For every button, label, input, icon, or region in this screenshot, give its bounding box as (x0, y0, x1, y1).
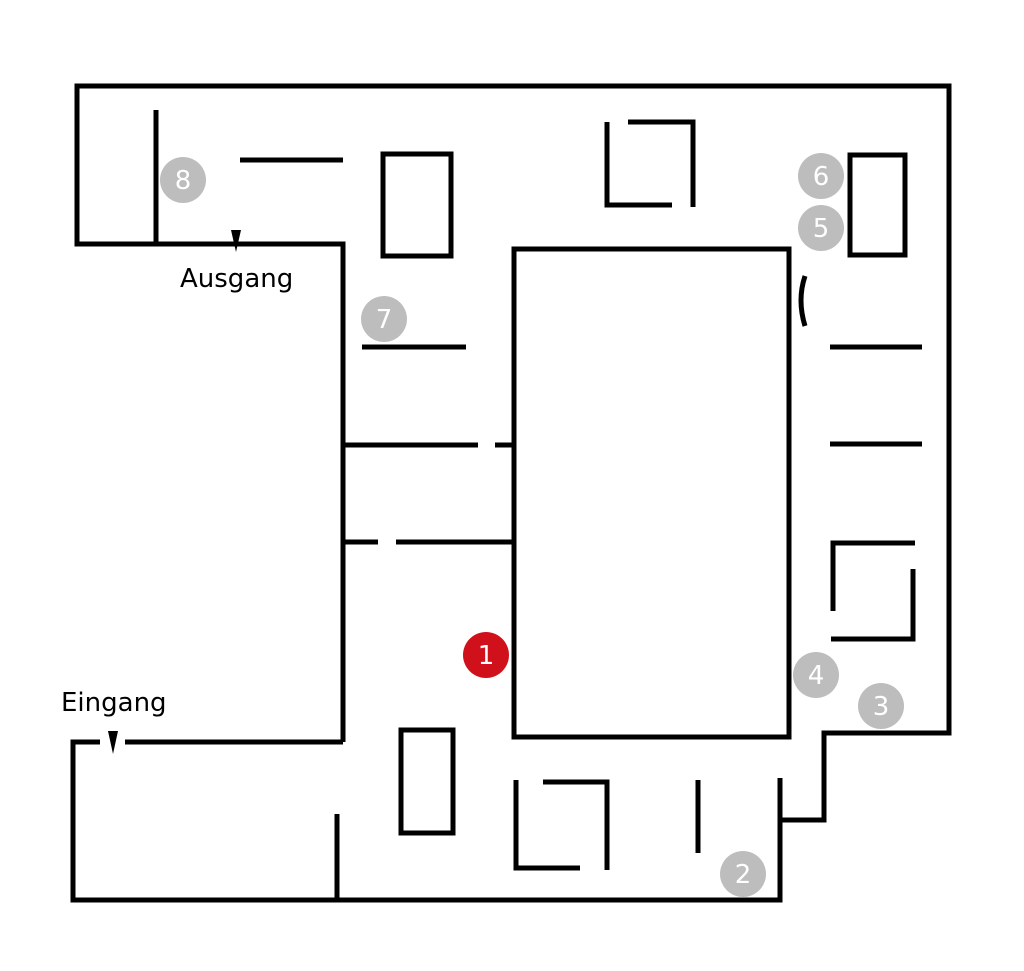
corner-bottom-b (543, 779, 610, 870)
curved-wall (798, 275, 808, 327)
corner-top-b (628, 119, 696, 207)
station-marker-3[interactable]: 3 (858, 683, 904, 729)
marker-1-label: 1 (478, 641, 495, 671)
corner-top-a (604, 122, 672, 208)
station-marker-8[interactable]: 8 (160, 157, 206, 203)
station-marker-2[interactable]: 2 (720, 851, 766, 897)
marker-6-label: 6 (813, 162, 830, 192)
marker-2-label: 2 (735, 860, 752, 890)
marker-5-circle (798, 205, 844, 251)
marker-2-circle (720, 851, 766, 897)
marker-8-label: 8 (175, 166, 192, 196)
station-marker-1[interactable]: 1 (463, 632, 509, 678)
corner-right-b (831, 569, 916, 642)
marker-3-circle (858, 683, 904, 729)
exit-label: Ausgang (180, 264, 293, 294)
showcase-top-left (380, 151, 454, 259)
outer-wall-upper (74, 83, 952, 823)
station-marker-4[interactable]: 4 (793, 652, 839, 698)
showcase-bottom-left (398, 727, 456, 836)
station-marker-6[interactable]: 6 (798, 153, 844, 199)
marker-8-circle (160, 157, 206, 203)
central-hall (511, 246, 792, 740)
marker-3-label: 3 (873, 692, 890, 722)
exit-arrow-icon (231, 230, 241, 252)
entrance-label: Eingang (61, 688, 167, 718)
outer-wall-lower (70, 739, 783, 903)
corner-right-a (830, 540, 915, 611)
marker-1-circle (463, 632, 509, 678)
entrance-arrow-icon (108, 731, 118, 754)
corner-bottom-a (513, 780, 580, 871)
marker-5-label: 5 (813, 214, 830, 244)
marker-4-label: 4 (808, 661, 825, 691)
showcase-right-upper (847, 152, 908, 258)
marker-7-label: 7 (376, 305, 393, 335)
marker-7-circle (361, 296, 407, 342)
station-marker-5[interactable]: 5 (798, 205, 844, 251)
marker-4-circle (793, 652, 839, 698)
station-marker-7[interactable]: 7 (361, 296, 407, 342)
marker-6-circle (798, 153, 844, 199)
